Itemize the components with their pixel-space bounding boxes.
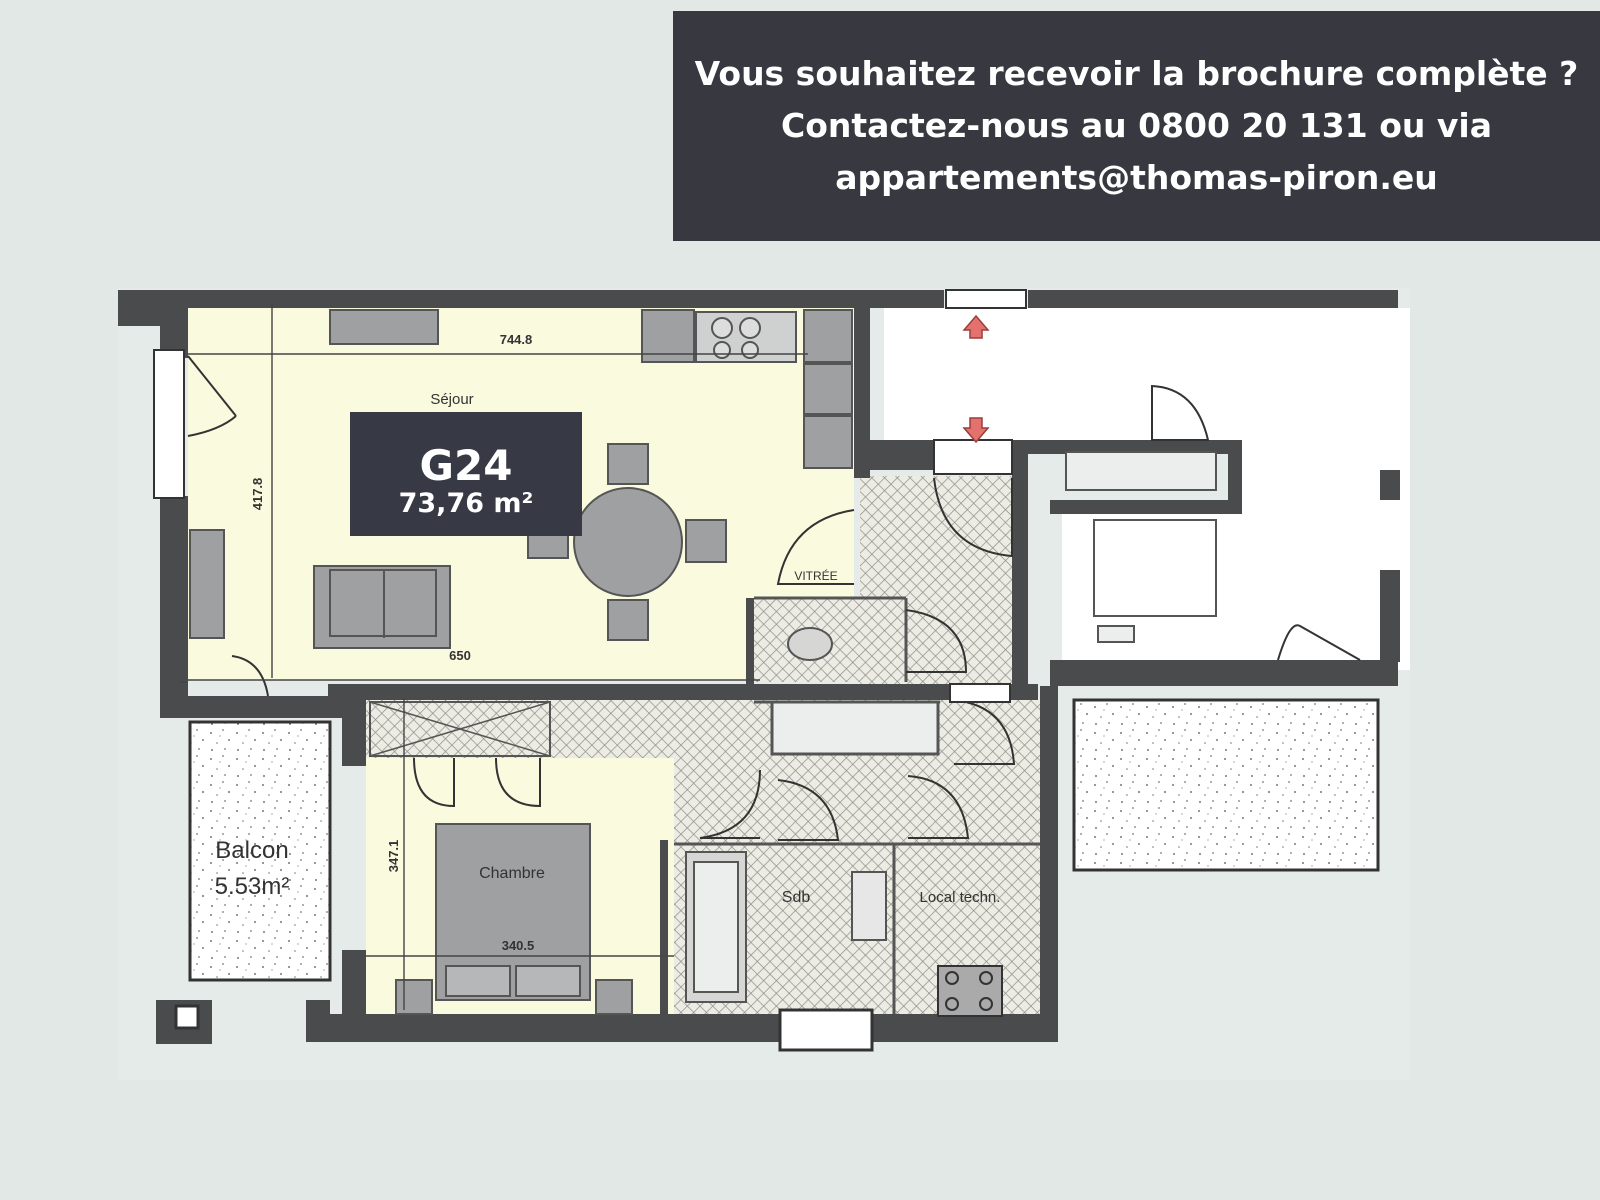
corridor-area [884,308,1410,440]
dimension-label: 340.5 [502,938,535,953]
sofa-cushions [329,569,437,638]
nightstand [595,979,633,1015]
nightstand [395,979,433,1015]
unit-area: 73,76 m² [399,488,534,519]
kitchen-unit [803,415,853,469]
banner-line-1: Vous souhaitez recevoir la brochure comp… [694,54,1579,93]
hall-door-frame [949,683,1011,703]
dining-table [573,487,683,597]
sink [851,871,887,941]
balcony-right [1072,698,1380,872]
balcony-left [188,720,332,982]
room-label-balcon: Balcon [215,837,288,864]
banner-line-3: appartements@thomas-piron.eu [835,158,1438,197]
kitchen-unit [803,363,853,415]
banner-line-2: Contactez-nous au 0800 20 131 ou via [781,106,1492,145]
balcony-area: 5.53m² [215,873,290,900]
kitchen-unit [803,309,853,363]
contact-banner: Vous souhaitez recevoir la brochure comp… [673,11,1600,241]
room-label-chambre: Chambre [479,865,545,882]
windows [153,289,1027,499]
bath-upper [770,700,940,756]
chair [607,443,649,485]
dimension-label: 347.1 [386,840,401,873]
arrow-down-icon [962,417,990,444]
sideboard [329,309,439,345]
room-label-sejour: Séjour [430,391,473,408]
bed-pillows [445,965,581,997]
dimension-label: 417.8 [250,478,265,511]
window-sill [174,1004,200,1030]
toilet [787,627,833,661]
boiler [937,965,1003,1017]
chair [607,599,649,641]
dimension-lines [180,304,808,1010]
unit-label-box [350,412,582,536]
room-label-sdb: Sdb [782,889,811,906]
sofa [313,565,451,649]
walls [118,290,1400,1044]
dimension-label: 744.8 [500,332,533,347]
entry-door-frame [933,439,1013,475]
dimension-label: 650 [449,648,471,663]
bathtub [685,851,747,1003]
entry-threshold [778,1008,874,1052]
unit-code: G24 [420,441,513,490]
door-swings [187,355,1361,841]
room-label-local: Local techn. [920,889,1001,906]
vitree-label: VITRÉE [794,568,837,583]
arrow-up-icon [962,314,990,339]
tv-unit [189,529,225,639]
chair [685,519,727,563]
neighbour-fixtures [1065,451,1217,643]
